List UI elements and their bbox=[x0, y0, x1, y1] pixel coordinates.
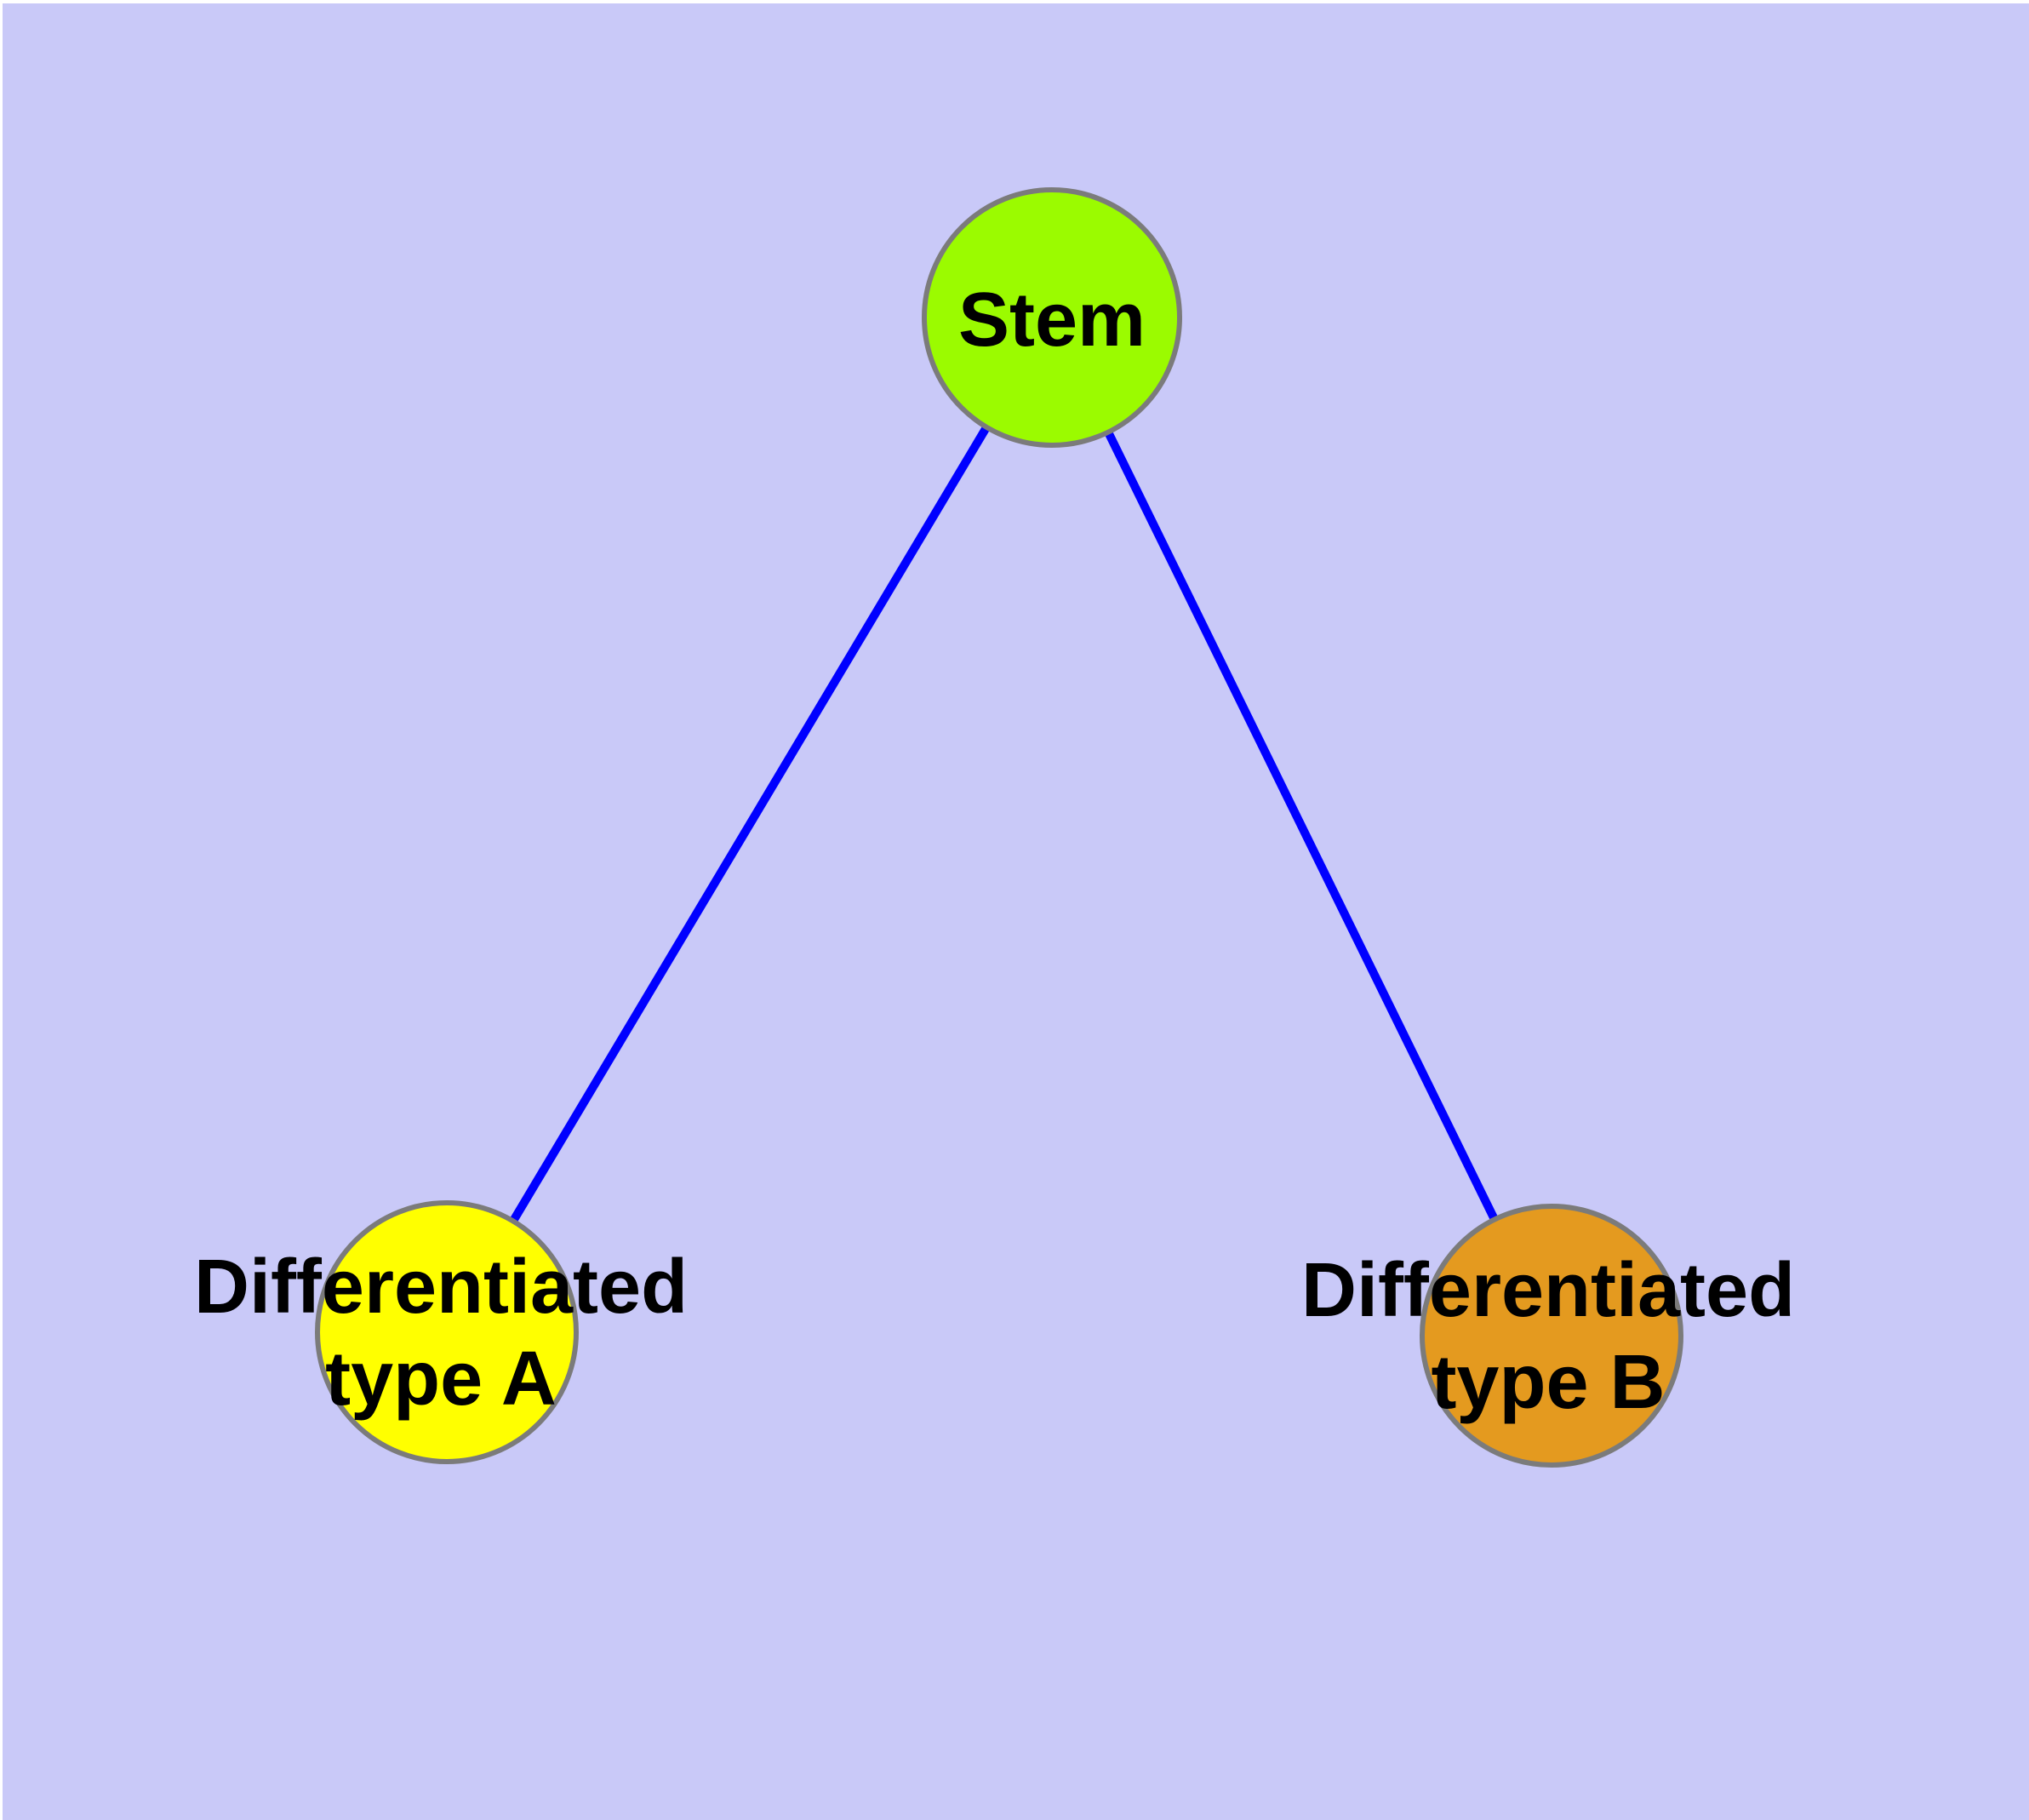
edge-stem-to-type-b bbox=[1048, 315, 1556, 1338]
node-differentiated-type-a-circle bbox=[315, 1200, 579, 1464]
node-stem-circle bbox=[922, 187, 1182, 448]
node-differentiated-type-b-circle bbox=[1420, 1204, 1683, 1468]
edge-stem-to-type-a bbox=[443, 315, 1056, 1335]
diagram-canvas: Stem Differentiated type A Differentiate… bbox=[3, 3, 2029, 1820]
